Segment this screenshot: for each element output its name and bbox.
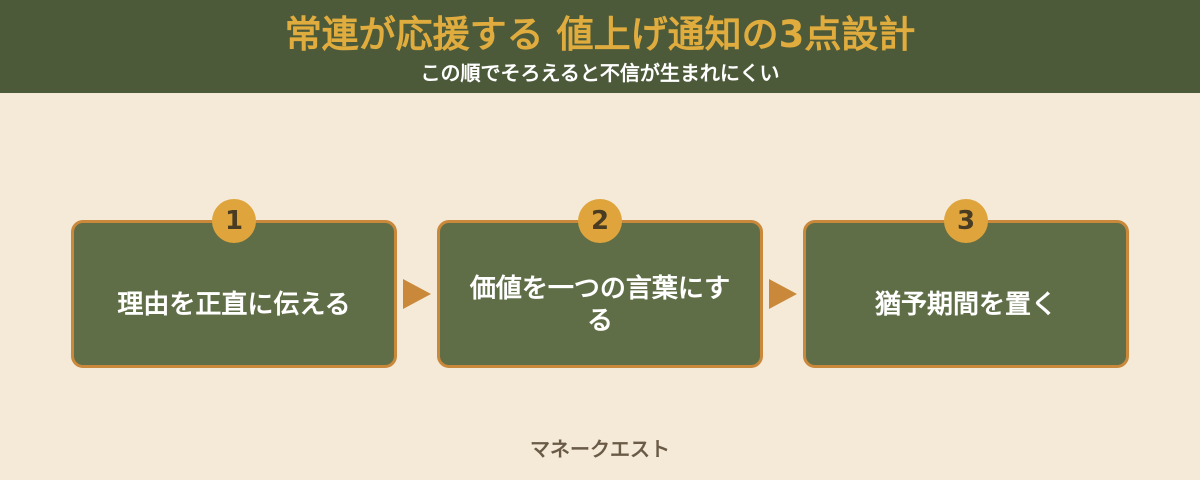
page-title: 常連が応援する 値上げ通知の3点設計	[284, 13, 916, 56]
arrow-right-icon	[403, 279, 431, 309]
step-number-badge-2: 2	[578, 199, 622, 243]
arrow-right-icon	[769, 279, 797, 309]
step-number-badge-3: 3	[944, 199, 988, 243]
step-card-2: 価値を一つの言葉にする	[437, 220, 763, 368]
footer-brand: マネークエスト	[530, 437, 670, 461]
step-label-1: 理由を正直に伝える	[117, 290, 351, 320]
step-label-2: 価値を一つの言葉にする	[469, 274, 731, 336]
page-subtitle: この順でそろえると不信が生まれにくい	[420, 61, 780, 85]
step-number-badge-1: 1	[212, 199, 256, 243]
step-card-3: 猶予期間を置く	[803, 220, 1129, 368]
step-label-3: 猶予期間を置く	[874, 290, 1057, 320]
header-banner: 常連が応援する 値上げ通知の3点設計 この順でそろえると不信が生まれにくい	[0, 0, 1200, 93]
step-card-1: 理由を正直に伝える	[71, 220, 397, 368]
